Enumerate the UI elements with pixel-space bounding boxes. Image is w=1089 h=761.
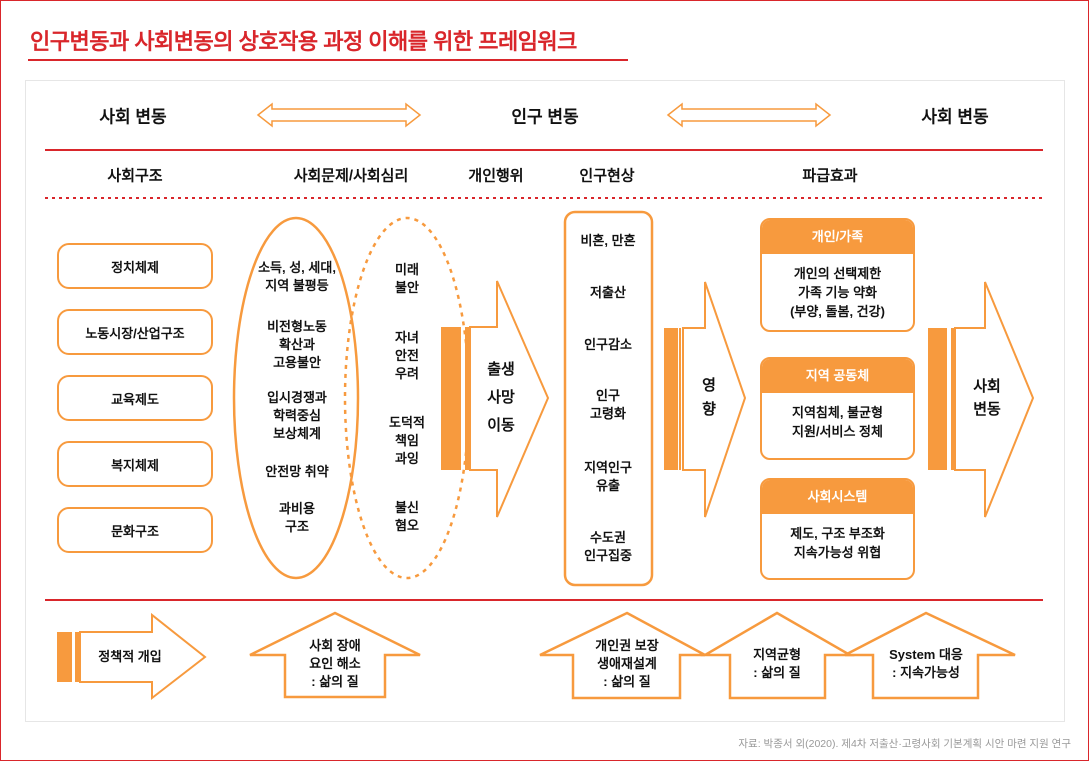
population-item: 저출산: [590, 285, 626, 300]
social-problem-item: 안전망 취약: [265, 464, 329, 479]
population-box: [563, 210, 654, 587]
top-social-change-left: 사회 변동: [99, 107, 167, 127]
column-header: 파급효과: [802, 167, 858, 185]
goal-label: System 대응: 지속가능성: [889, 647, 963, 680]
population-item: 인구감소: [584, 337, 632, 352]
top-population-change: 인구 변동: [511, 107, 579, 127]
arrow-bar: [75, 632, 80, 682]
goal-house-2: [539, 611, 706, 700]
policy-arrow: [79, 612, 207, 701]
double-arrow-icon: [256, 102, 422, 128]
diagram-panel: [25, 80, 1065, 722]
column-header: 인구현상: [579, 167, 635, 185]
arrow-bar: [664, 328, 678, 470]
social-structure-item: 노동시장/산업구조: [57, 309, 213, 355]
influence-arrow: [682, 281, 747, 518]
title-underline: [28, 59, 628, 61]
social-problems-ellipse: [232, 216, 360, 580]
social-change-arrow: [954, 281, 1035, 518]
effect-card-title: 지역 공동체: [762, 359, 913, 393]
population-item: 비혼, 만혼: [580, 233, 636, 248]
goal-house-1: [249, 611, 421, 699]
arrow-bar: [928, 328, 947, 470]
goal-house-4: [844, 611, 1016, 700]
policy-label: 정책적 개입: [98, 649, 162, 664]
arrow-bar: [465, 327, 470, 470]
arrow-bar: [57, 632, 72, 682]
arrow-bar: [441, 327, 461, 470]
effect-card-title: 사회시스템: [762, 480, 913, 514]
goal-label: 지역균형: 삶의 질: [753, 647, 801, 680]
page-title: 인구변동과 사회변동의 상호작용 과정 이해를 위한 프레임워크: [30, 29, 577, 54]
double-arrow-icon: [666, 102, 832, 128]
top-social-change-right: 사회 변동: [921, 107, 989, 127]
column-header: 개인행위: [468, 167, 524, 185]
social-problem-item: 소득, 성, 세대,지역 불평등: [258, 260, 336, 293]
arrow-bar: [951, 328, 955, 470]
behavior-arrow: [469, 280, 550, 518]
source-note: 자료: 박종서 외(2020). 제4차 저출산·고령사회 기본계획 시안 마련…: [738, 738, 1071, 750]
social-structure-item: 복지체제: [57, 441, 213, 487]
effect-card-title: 개인/가족: [762, 220, 913, 254]
social-structure-item: 문화구조: [57, 507, 213, 553]
social-structure-item: 교육제도: [57, 375, 213, 421]
column-header: 사회문제/사회심리: [293, 167, 409, 185]
column-header: 사회구조: [107, 167, 163, 185]
social-structure-item: 정치체제: [57, 243, 213, 289]
